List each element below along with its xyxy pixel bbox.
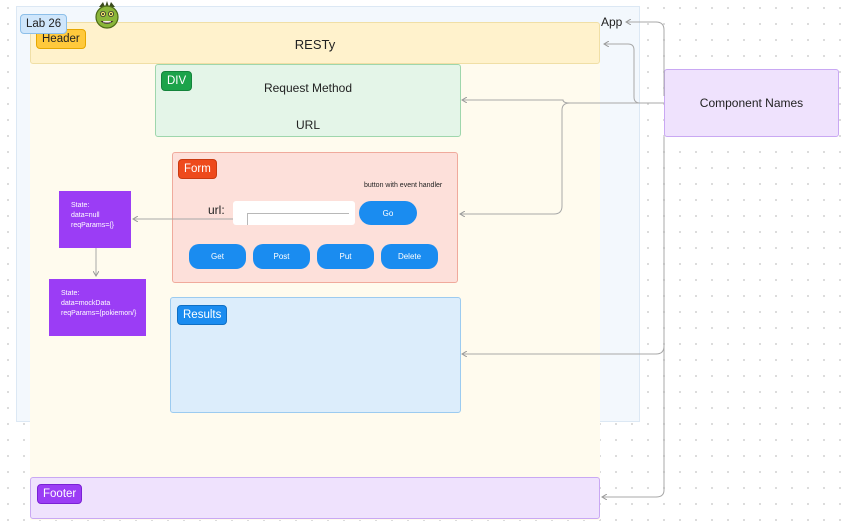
state-box-initial: State: data=null reqParams={}	[59, 191, 131, 248]
results-tag: Results	[177, 305, 228, 325]
footer-tag: Footer	[37, 484, 83, 504]
url-input-label: url:	[208, 203, 225, 217]
header-title: RESTy	[294, 37, 336, 52]
component-names-label: Component Names	[699, 96, 804, 110]
url-input-underline	[247, 213, 349, 225]
event-handler-note: button with event handler	[364, 182, 443, 189]
state-box-updated: State: data=mockData reqParams={pokiemon…	[49, 279, 146, 336]
put-method-button[interactable]: Put	[317, 244, 374, 269]
header-tag: Header	[36, 29, 86, 49]
app-label: App	[601, 15, 623, 29]
url-input[interactable]	[233, 201, 355, 225]
header-component: RESTy	[30, 22, 600, 64]
post-method-button[interactable]: Post	[253, 244, 310, 269]
component-names-box: Component Names	[664, 69, 839, 137]
url-section-label: URL	[295, 118, 320, 132]
go-button[interactable]: Go	[359, 201, 417, 225]
footer-component	[30, 477, 600, 519]
goblin-mascot-icon	[93, 1, 121, 31]
div-tag: DIV	[161, 71, 193, 91]
delete-method-button[interactable]: Delete	[381, 244, 438, 269]
form-tag: Form	[178, 159, 217, 179]
get-method-button[interactable]: Get	[189, 244, 246, 269]
div-component: Request Method URL	[155, 64, 461, 137]
request-method-label: Request Method	[263, 81, 353, 95]
lab-tag: Lab 26	[20, 14, 68, 34]
